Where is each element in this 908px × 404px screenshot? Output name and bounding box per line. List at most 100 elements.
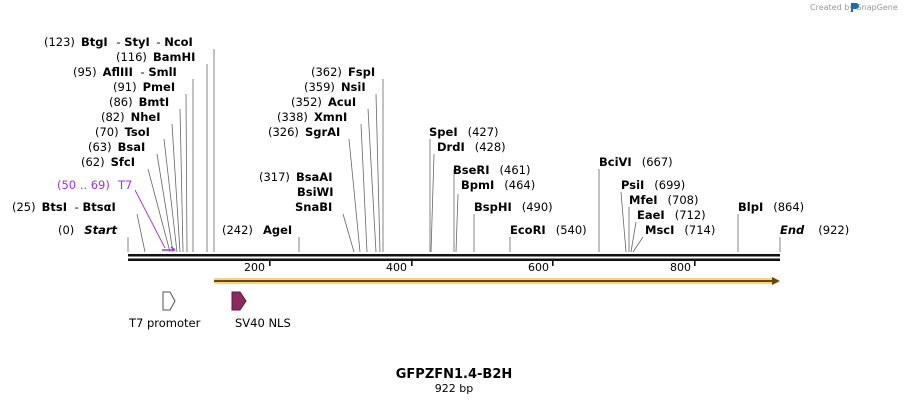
- site-bmti[interactable]: (86)BmtI: [109, 95, 169, 109]
- site-position: (461): [500, 163, 531, 177]
- feature-label: T7 promoter: [128, 316, 201, 330]
- site-name: Start: [84, 223, 117, 237]
- primer-name-label: T7: [117, 178, 132, 192]
- svg-text:(82)NheI: (82)NheI: [101, 110, 161, 124]
- site-name: MfeI: [629, 193, 658, 207]
- site-sfci[interactable]: (62)SfcI: [81, 155, 135, 169]
- tick-600: 600: [528, 261, 554, 274]
- site-psii[interactable]: PsiI(699): [621, 178, 685, 192]
- site-start[interactable]: (0)Start: [58, 223, 118, 237]
- svg-text:(116)BamHI: (116)BamHI: [116, 50, 195, 64]
- site-position: (95): [73, 65, 97, 79]
- site-labels-right: SpeI(427) DrdI(428) BseRI(461) BpmI(464)…: [429, 125, 849, 237]
- site-end[interactable]: End(922): [780, 223, 849, 237]
- svg-text:BspHI(490): BspHI(490): [474, 200, 553, 214]
- site-blpi[interactable]: BlpI(864): [738, 200, 804, 214]
- site-position: (864): [773, 200, 804, 214]
- primer-t7[interactable]: (50 .. 69) T7: [57, 178, 176, 251]
- site-position: (352): [291, 95, 322, 109]
- top-strand: [128, 254, 780, 257]
- site-spei[interactable]: SpeI(427): [429, 125, 499, 139]
- svg-text:BciVI(667): BciVI(667): [599, 155, 673, 169]
- site-bsaai-bsiwi-snabi[interactable]: (317) BsaAI BsiWI SnaBI: [259, 170, 334, 214]
- ruler-ticks: 200 400 600 800: [244, 261, 696, 274]
- site-name: SpeI: [429, 125, 458, 139]
- site-tsoi[interactable]: (70) TsoI: [95, 125, 150, 139]
- tick-label: 200: [244, 261, 265, 274]
- site-btgi-styi-ncoi[interactable]: (123)BtgI - StyI - NcoI: [44, 35, 193, 49]
- site-position: (317): [259, 170, 290, 184]
- site-bamhi[interactable]: (116)BamHI: [116, 50, 195, 64]
- tick-200: 200: [244, 261, 271, 274]
- tick-400: 400: [386, 261, 413, 274]
- tick-label: 400: [386, 261, 407, 274]
- site-name: BtsI: [42, 200, 67, 214]
- primer-leader-line: [134, 189, 166, 249]
- svg-text:(70)TsoI: (70) TsoI: [95, 125, 150, 139]
- site-name: BsaI: [118, 140, 146, 154]
- site-name: BciVI: [599, 155, 632, 169]
- site-nhei[interactable]: (82)NheI: [101, 110, 161, 124]
- site-name: BsiWI: [297, 185, 334, 199]
- site-name: MscI: [645, 223, 674, 237]
- site-name: BsaAI: [296, 170, 333, 184]
- site-name: SgrAI: [305, 125, 340, 139]
- site-name: TsoI: [125, 125, 150, 139]
- site-position: (70): [95, 125, 119, 139]
- site-position: (464): [504, 178, 535, 192]
- site-position: (362): [311, 65, 342, 79]
- site-acui[interactable]: (352) AcuI: [291, 95, 356, 109]
- site-agei[interactable]: (242)AgeI: [222, 223, 292, 237]
- site-name: EaeI: [637, 208, 665, 222]
- site-position: (25): [12, 200, 36, 214]
- svg-text:(242)AgeI: (242)AgeI: [222, 223, 292, 237]
- site-ecori[interactable]: EcoRI(540): [510, 223, 587, 237]
- svg-text:(62)SfcI: (62)SfcI: [81, 155, 135, 169]
- site-position: (123): [44, 35, 75, 49]
- site-name: SnaBI: [295, 200, 332, 214]
- site-bpmi[interactable]: BpmI(464): [461, 178, 535, 192]
- site-xmni[interactable]: (338)XmnI: [277, 110, 347, 124]
- site-position: (490): [522, 200, 553, 214]
- bottom-strand: [128, 258, 780, 261]
- site-nsii[interactable]: (359)NsiI: [304, 80, 366, 94]
- svg-text:(352)AcuI: (352) AcuI: [291, 95, 356, 109]
- site-sgrai[interactable]: (326) SgrAI: [268, 125, 340, 139]
- orf-arrowhead: [772, 277, 780, 285]
- tick-mark: [269, 261, 271, 266]
- site-position: (540): [556, 223, 587, 237]
- svg-text:MscI(714): MscI(714): [645, 223, 715, 237]
- svg-text:PsiI(699): PsiI(699): [621, 178, 685, 192]
- site-fspi[interactable]: (362)FspI: [311, 65, 375, 79]
- site-bsphi[interactable]: BspHI(490): [474, 200, 553, 214]
- site-bseri[interactable]: BseRI(461): [453, 163, 530, 177]
- svg-text:SpeI(427): SpeI(427): [429, 125, 499, 139]
- site-msci[interactable]: MscI(714): [645, 223, 715, 237]
- site-name: DrdI: [437, 140, 465, 154]
- site-pmei[interactable]: (91)PmeI: [113, 80, 175, 94]
- orf-arrow[interactable]: [214, 277, 780, 285]
- site-position: (62): [81, 155, 105, 169]
- tick-label: 800: [670, 261, 691, 274]
- site-name: BamHI: [153, 50, 195, 64]
- svg-text:DrdI(428): DrdI(428): [437, 140, 506, 154]
- site-bsai[interactable]: (63)BsaI: [88, 140, 145, 154]
- site-name: NsiI: [341, 80, 366, 94]
- svg-text:BpmI(464): BpmI(464): [461, 178, 535, 192]
- site-name: XmnI: [314, 110, 347, 124]
- snapgene-credit: Created by SnapGene: [810, 3, 898, 12]
- feature-t7-promoter[interactable]: T7 promoter: [128, 291, 201, 330]
- site-position: (86): [109, 95, 133, 109]
- site-name: AcuI: [328, 95, 356, 109]
- primer-position-label: (50 .. 69): [57, 178, 110, 192]
- feature-sv40-nls[interactable]: SV40 NLS: [231, 291, 291, 330]
- site-mfei[interactable]: MfeI(708): [629, 193, 698, 207]
- site-name: SmlI: [148, 65, 177, 79]
- svg-text:(91)PmeI: (91)PmeI: [113, 80, 175, 94]
- site-bcivi[interactable]: BciVI(667): [599, 155, 673, 169]
- site-drdi[interactable]: DrdI(428): [437, 140, 506, 154]
- site-eaei[interactable]: EaeI(712): [637, 208, 706, 222]
- site-position: (326): [268, 125, 299, 139]
- site-aflIII-smli[interactable]: (95)AflIII - SmlI: [73, 65, 177, 79]
- site-btsi-btsai[interactable]: (25)BtsI - BtsαI: [12, 200, 116, 214]
